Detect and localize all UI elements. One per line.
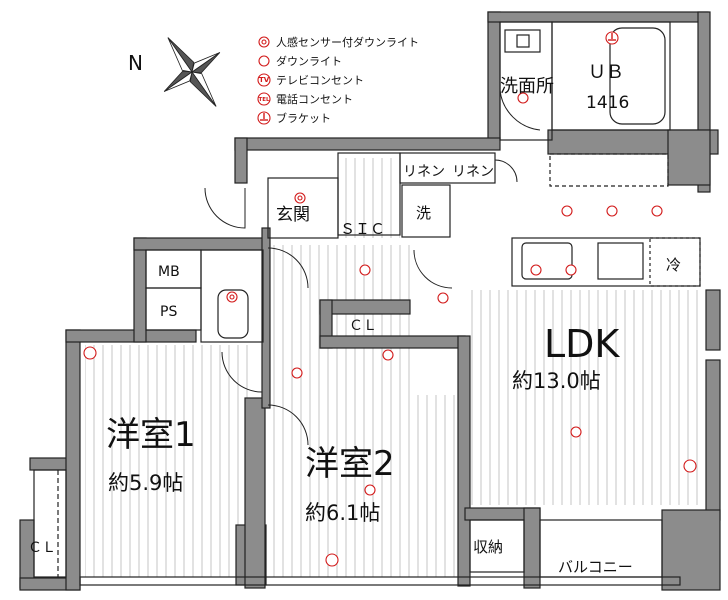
legend-label-tv-outlet: テレビコンセント xyxy=(276,74,364,87)
downlights xyxy=(226,92,663,496)
ps-label: PS xyxy=(160,304,177,320)
downlight-icon xyxy=(570,426,582,438)
walls xyxy=(19,11,721,591)
linen-door-swing xyxy=(494,159,518,183)
storage-label: 収納 xyxy=(473,538,503,556)
linen-label-1: リネン xyxy=(403,164,445,180)
entry-door-swing xyxy=(204,187,246,229)
legend-tv-outlet-icon: TV xyxy=(257,73,271,87)
tel-mark: TEL xyxy=(259,97,271,103)
tv-outlet-icon xyxy=(83,346,97,360)
outlets xyxy=(83,31,697,567)
ldk-size-label: 約13.0帖 xyxy=(512,369,601,393)
tv-outlet-icon xyxy=(683,459,697,473)
ldk-label: LDK xyxy=(544,322,620,366)
downlight-icon xyxy=(565,264,577,276)
closet-label-left: ＣＬ xyxy=(28,540,56,556)
washroom-label: 洗面所 xyxy=(500,76,554,97)
ub-label: ＵＢ xyxy=(588,62,624,83)
downlight-icon xyxy=(606,205,618,217)
sensor-downlight-icon xyxy=(226,291,238,303)
bracket-icon xyxy=(605,31,619,45)
sic-label: ＳＩＣ xyxy=(340,220,385,238)
entrance-label: 玄関 xyxy=(276,205,310,225)
legend-label-bracket: ブラケット xyxy=(276,111,331,125)
downlight-icon xyxy=(382,349,394,361)
mb-label: MB xyxy=(158,264,180,280)
closet-label-hall: ＣＬ xyxy=(349,318,377,334)
legend-downlight-icon xyxy=(258,55,270,67)
ub-size-label: 1416 xyxy=(586,93,629,113)
tv-mark: TV xyxy=(259,76,270,84)
legend-label-sensor-downlight: 人感センサー付ダウンライト xyxy=(276,35,419,49)
doors xyxy=(204,89,541,446)
room1-size-label: 約5.9帖 xyxy=(108,471,183,495)
compass-n-label: N xyxy=(128,51,143,75)
downlight-icon xyxy=(517,92,529,104)
room2-size-label: 約6.1帖 xyxy=(305,501,380,525)
room2-label: 洋室2 xyxy=(305,444,395,484)
phone-outlet-icon xyxy=(325,553,339,567)
washroom-door-swing xyxy=(499,89,541,131)
downlight-icon xyxy=(291,367,303,379)
balcony-label: バルコニー xyxy=(558,558,633,576)
downlight-icon xyxy=(359,264,371,276)
floor-hatching xyxy=(85,158,700,577)
room2-door-swing xyxy=(267,247,309,289)
downlight-icon xyxy=(437,292,449,304)
legend: 人感センサー付ダウンライト ダウンライト TV テレビコンセント TEL 電話コ… xyxy=(257,35,419,125)
room1-door-swing xyxy=(221,351,263,393)
legend-label-phone-outlet: 電話コンセント xyxy=(276,92,353,106)
interior-lines xyxy=(33,21,701,578)
linen-label-2: リネン xyxy=(452,164,494,180)
legend-bracket-icon xyxy=(257,111,271,125)
downlight-icon xyxy=(561,205,573,217)
hall-door-swing xyxy=(413,249,453,289)
downlight-icon xyxy=(530,264,542,276)
sensor-downlight-icon xyxy=(294,192,306,204)
wash-label: 洗 xyxy=(416,204,431,222)
legend-label-downlight: ダウンライト xyxy=(276,54,342,68)
downlight-icon xyxy=(651,205,663,217)
legend-sensor-downlight-icon xyxy=(258,36,270,48)
compass-rose-icon xyxy=(163,37,221,107)
room-labels: 洗面所 ＵＢ 1416 リネン リネン 玄関 ＳＩＣ 洗 MB PS ＣＬ LD… xyxy=(28,62,681,576)
fridge-label: 冷 xyxy=(666,256,681,274)
downlight-icon xyxy=(364,484,376,496)
room2-inner-door-swing xyxy=(267,404,309,446)
room1-label: 洋室1 xyxy=(106,415,196,455)
legend-phone-outlet-icon: TEL xyxy=(257,92,271,106)
compass: N xyxy=(128,37,221,107)
